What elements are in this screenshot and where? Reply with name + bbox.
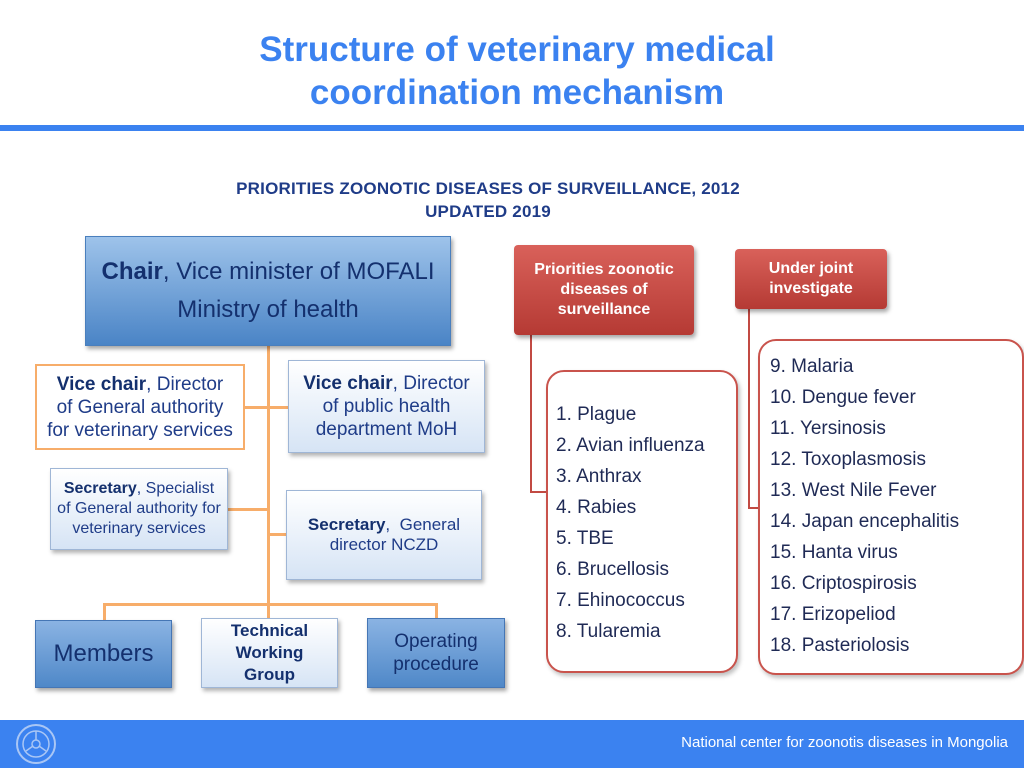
vice-chair-vet-line-2: of General authority	[56, 396, 224, 418]
list-item: 18. Pasteriolosis	[770, 635, 910, 656]
joint-header-line-2: investigate	[769, 280, 853, 297]
priority-diseases-list: 1. Plague 2. Avian influenza 3. Anthrax …	[546, 370, 738, 673]
vice-chair-moh-title: , Director	[392, 373, 470, 394]
vice-chair-moh-role: Vice chair	[303, 373, 393, 394]
list-item: 4. Rabies	[556, 497, 637, 518]
slide-subtitle: PRIORITIES ZOONOTIC DISEASES OF SURVEILL…	[188, 177, 788, 223]
list-item: 16. Criptospirosis	[770, 573, 917, 594]
vice-chair-vet-title: , Director	[146, 373, 224, 395]
vice-chair-vet-line-3: for veterinary services	[47, 419, 233, 441]
operating-procedure-box: Operating procedure	[367, 618, 505, 688]
slide-title-text: Structure of veterinary medical coordina…	[259, 30, 775, 112]
footer-organization: National center for zoonotis diseases in…	[681, 734, 1008, 751]
secretary-nczd-line-1: Secretary, General	[308, 515, 460, 535]
priorities-connector-horizontal	[530, 491, 546, 493]
list-item: 3. Anthrax	[556, 466, 642, 487]
joint-investigate-list: 9. Malaria 10. Dengue fever 11. Yersinos…	[758, 339, 1024, 675]
secretary-vet-line-3: veterinary services	[72, 520, 206, 537]
list-item: 6. Brucellosis	[556, 559, 669, 580]
secretary-vet-role: Secretary	[63, 480, 137, 497]
twg-line-2: Working	[235, 643, 304, 662]
list-item: 14. Japan encephalitis	[770, 511, 960, 532]
chair-line-2: Ministry of health	[177, 296, 359, 323]
list-item: 8. Tularemia	[556, 621, 661, 642]
joint-connector-horizontal	[748, 507, 758, 509]
joint-header-line-1: Under joint	[768, 260, 854, 277]
vice-chair-moh-line-2: of public health	[322, 396, 451, 417]
list-item: 5. TBE	[556, 528, 614, 549]
list-item: 13. West Nile Fever	[770, 480, 937, 501]
subtitle-line-2: UPDATED 2019	[425, 202, 551, 221]
members-label: Members	[53, 640, 154, 667]
secretary-vet-title: , Specialist	[136, 480, 215, 497]
list-item: 9. Malaria	[770, 356, 854, 377]
priorities-header: Priorities zoonotic diseases of surveill…	[514, 245, 694, 335]
connector-vice-chair	[245, 406, 288, 409]
technical-working-group-box: Technical Working Group	[201, 618, 338, 688]
secretary-nczd-title: , General	[385, 515, 461, 534]
connector-members	[103, 603, 106, 620]
subtitle-line-1: PRIORITIES ZOONOTIC DISEASES OF SURVEILL…	[236, 179, 740, 198]
operating-line-1: Operating	[394, 631, 478, 652]
twg-line-1: Technical	[230, 621, 309, 640]
list-item: 7. Ehinococcus	[556, 590, 685, 611]
title-divider	[0, 125, 1024, 131]
list-item: 12. Toxoplasmosis	[770, 449, 926, 470]
operating-line-2: procedure	[393, 654, 479, 675]
list-item: 10. Dengue fever	[770, 387, 916, 408]
connector-secretary-2	[268, 533, 286, 536]
chair-line-1: Chair, Vice minister of MOFALI	[102, 253, 435, 291]
list-item: 15. Hanta virus	[770, 542, 898, 563]
list-item: 17. Erizopeliod	[770, 604, 896, 625]
chair-role: Chair	[101, 258, 163, 285]
joint-connector-vertical	[748, 309, 750, 509]
vice-chair-vet-role: Vice chair	[56, 373, 147, 395]
slide-title: Structure of veterinary medical coordina…	[0, 28, 1024, 114]
secretary-nczd-box: Secretary, General director NCZD	[286, 490, 482, 580]
vice-chair-moh-line-1: Vice chair, Director	[303, 372, 470, 395]
twg-line-3: Group	[244, 665, 295, 684]
secretary-vet-line-1: Secretary, Specialist	[64, 479, 214, 499]
members-box: Members	[35, 620, 172, 688]
vice-chair-vet-line-1: Vice chair, Director	[57, 373, 224, 396]
vice-chair-moh-box: Vice chair, Director of public health de…	[288, 360, 485, 453]
connector-trunk	[267, 346, 270, 605]
secretary-vet-line-2: of General authority for	[57, 500, 221, 517]
secretary-vet-box: Secretary, Specialist of General authori…	[50, 468, 228, 550]
list-item: 11. Yersinosis	[770, 418, 886, 439]
priorities-header-line-3: surveillance	[557, 301, 651, 318]
connector-operating	[435, 603, 438, 618]
chair-title: , Vice minister of MOFALI	[162, 258, 435, 285]
connector-secretary-1	[228, 508, 268, 511]
priorities-header-line-2: diseases of	[560, 281, 648, 298]
chair-box: Chair, Vice minister of MOFALI Ministry …	[85, 236, 451, 346]
joint-investigate-header: Under joint investigate	[735, 249, 887, 309]
priorities-header-line-1: Priorities zoonotic	[534, 261, 674, 278]
connector-twg	[267, 603, 270, 618]
footer-bar	[0, 720, 1024, 768]
center-logo-icon	[16, 724, 56, 764]
vice-chair-moh-line-3: department MoH	[315, 419, 458, 440]
secretary-nczd-line-2: director NCZD	[329, 535, 439, 554]
vice-chair-vet-box: Vice chair, Director of General authorit…	[35, 364, 245, 450]
list-item: 2. Avian influenza	[556, 435, 705, 456]
connector-bottom-bar	[103, 603, 438, 606]
list-item: 1. Plague	[556, 404, 637, 425]
priorities-connector-vertical	[530, 335, 532, 493]
secretary-nczd-role: Secretary	[307, 515, 386, 534]
